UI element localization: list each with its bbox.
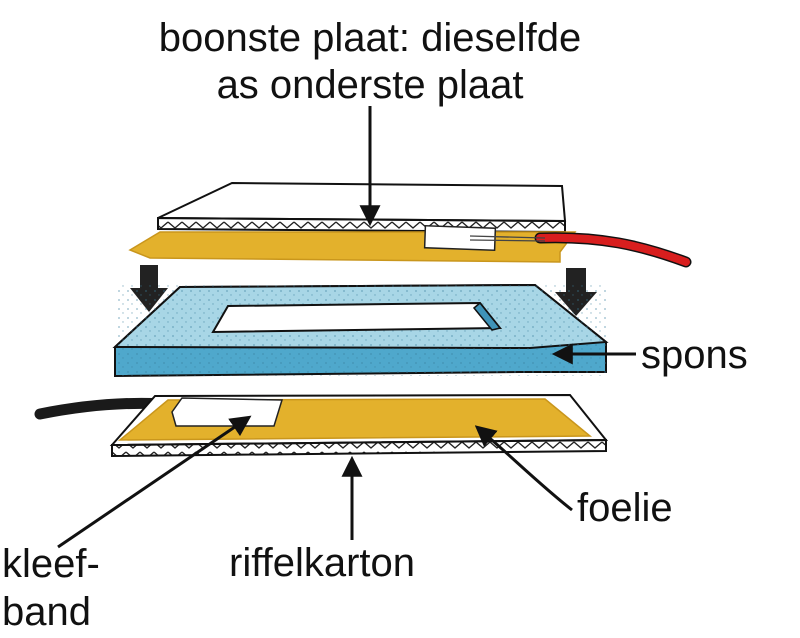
bottom-foil (117, 397, 593, 441)
sponge-hole (211, 301, 503, 334)
top-foil (128, 225, 577, 263)
tape-arrow (57, 415, 252, 549)
foil-arrow (474, 425, 573, 512)
tape-label-line2: band (2, 590, 91, 634)
foil-label: foelie (577, 486, 673, 530)
red-wire (469, 232, 692, 268)
sponge-label: spons (641, 333, 748, 377)
top-plate-label-line2: as onderste plaat (217, 63, 524, 107)
bottom-tape (171, 397, 284, 427)
sponge-frame (112, 283, 609, 378)
top-tape (423, 225, 497, 251)
top-plate-label-line1: boonste plaat: dieselfde (159, 16, 582, 60)
cardboard-label: riffelkarton (229, 541, 415, 585)
top-cardboard-plate (157, 181, 567, 234)
tape-label-line1: kleef- (2, 542, 100, 586)
